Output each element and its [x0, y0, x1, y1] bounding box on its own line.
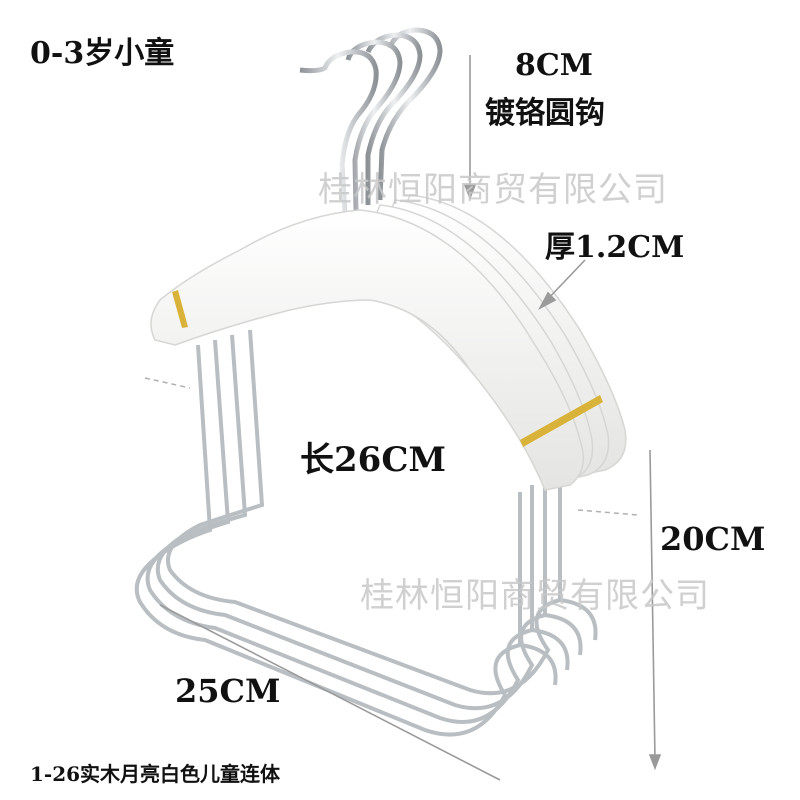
right-rods	[518, 470, 562, 645]
watermark-text: 桂林恒阳商贸有限公司	[360, 576, 710, 616]
rubber-bands	[172, 290, 603, 447]
hook-description-label: 镀铬圆钩	[485, 96, 605, 131]
height-label: 20CM	[660, 520, 766, 558]
length-label: 长26CM	[300, 440, 447, 480]
hooks	[299, 27, 443, 216]
thickness-label: 厚1.2CM	[545, 230, 685, 265]
watermark-text: 桂林恒阳商贸有限公司	[318, 170, 668, 210]
age-range-label: 0-3岁小童	[30, 36, 175, 71]
hook-size-label: 8CM	[515, 48, 593, 83]
wood-bodies	[150, 194, 627, 491]
width-label: 25CM	[175, 672, 281, 710]
dashed-guides	[144, 377, 639, 516]
dimension-arrows	[159, 55, 662, 781]
product-name-label: 1-26实木月亮白色儿童连体	[30, 762, 281, 786]
bottom-bars	[134, 329, 598, 737]
